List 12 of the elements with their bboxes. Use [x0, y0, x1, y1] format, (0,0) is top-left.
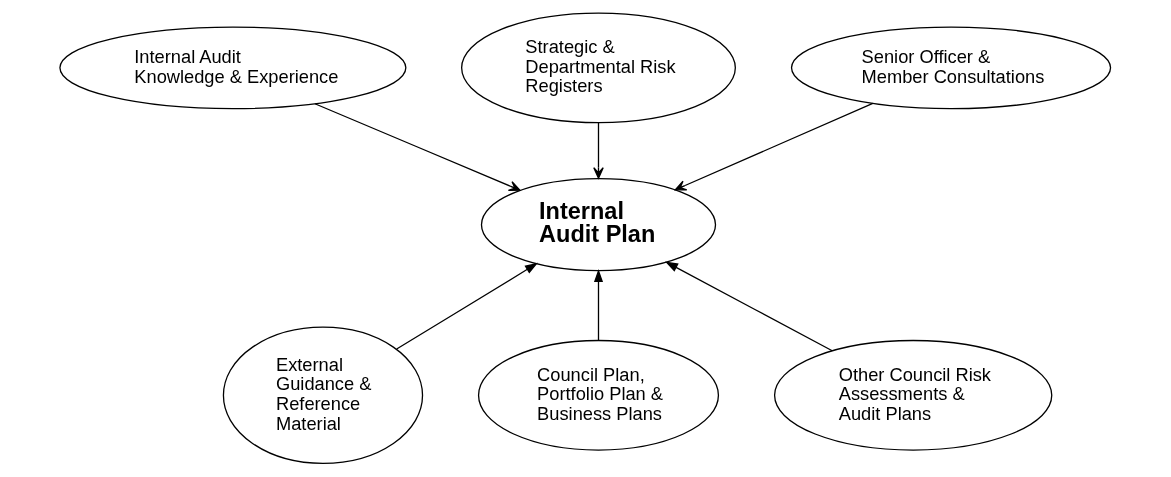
- node-ellipse: Other Council Risk Assessments & Audit Plans: [773, 339, 1053, 451]
- node-ellipse: Senior Officer & Member Consultations: [790, 26, 1112, 110]
- node-ellipse: Council Plan, Portfolio Plan & Business Plans: [477, 339, 720, 451]
- arrow: [593, 269, 604, 342]
- arrow: [674, 102, 874, 191]
- arrow: [665, 261, 833, 352]
- node-ellipse: Internal Audit Knowledge & Experience: [59, 26, 407, 110]
- node-ellipse: External Guidance & Reference Material: [222, 326, 424, 465]
- node-ellipse: Strategic & Departmental Risk Registers: [461, 12, 736, 124]
- arrow: [593, 122, 604, 179]
- arrow: [314, 103, 521, 192]
- arrow: [396, 262, 538, 350]
